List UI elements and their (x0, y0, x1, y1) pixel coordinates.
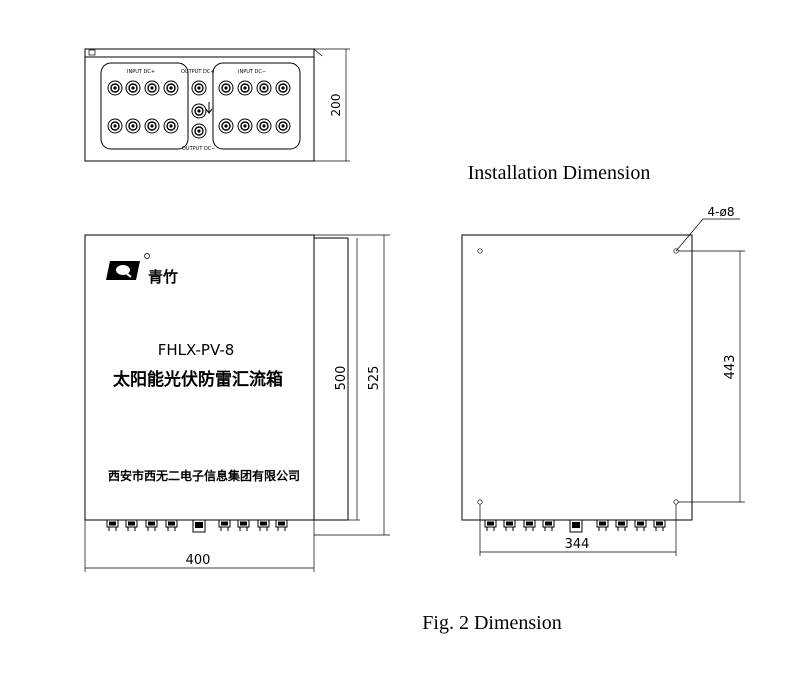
input-neg-label: INPUT DC− (238, 69, 266, 75)
height-dim-label: 500 (334, 366, 349, 391)
input-neg-connector (256, 80, 272, 96)
cable-gland (615, 519, 628, 531)
cable-gland (257, 519, 270, 531)
product-name: 太阳能光伏防雷汇流箱 (113, 369, 283, 390)
hole-leader (675, 218, 704, 252)
hole-spacing-h-label: 344 (565, 537, 590, 552)
brand-logo (106, 253, 150, 280)
output-pos-connector (191, 80, 207, 96)
output-neg-label: OUTPUT DC− (182, 146, 216, 152)
top-view-outline (84, 48, 315, 162)
cable-gland (542, 519, 555, 531)
input-pos-label: INPUT DC+ (127, 69, 155, 75)
cable-gland (165, 519, 178, 531)
input-pos-connector (144, 80, 160, 96)
company-name: 西安市西无二电子信息集团有限公司 (108, 468, 300, 483)
output-neg-connector (191, 123, 207, 139)
cable-gland (106, 519, 119, 531)
input-neg-connector (218, 118, 234, 134)
hole-spec-label: 4-ø8 (708, 205, 735, 219)
input-neg-panel (212, 62, 301, 150)
output-pos-label: OUTPUT DC+ (181, 69, 215, 75)
input-pos-connector (163, 118, 179, 134)
front-cable-glands (106, 519, 288, 533)
installation-title: Installation Dimension (468, 162, 651, 184)
input-pos-connector (107, 118, 123, 134)
cable-gland (275, 519, 288, 531)
output-pos-connector (191, 103, 207, 119)
cable-gland (125, 519, 138, 531)
mount-hole-br (673, 499, 679, 505)
input-pos-panel (100, 62, 189, 150)
input-pos-connector (107, 80, 123, 96)
input-neg-connector (256, 118, 272, 134)
cable-gland (145, 519, 158, 531)
output-cable-gland (192, 519, 206, 533)
input-neg-connector (237, 80, 253, 96)
cable-gland (503, 519, 516, 531)
cable-gland (484, 519, 497, 531)
input-pos-connector (125, 118, 141, 134)
model-label: FHLX-PV-8 (158, 341, 235, 359)
cable-gland (653, 519, 666, 531)
input-pos-connector (144, 118, 160, 134)
output-cable-gland (569, 519, 583, 533)
cable-gland (634, 519, 647, 531)
width-dim-label: 400 (186, 553, 211, 568)
back-cable-glands (484, 519, 666, 533)
input-neg-connector (275, 118, 291, 134)
input-neg-connector (218, 80, 234, 96)
input-neg-connector (237, 118, 253, 134)
brand-name: 青竹 (148, 268, 178, 286)
input-pos-connector (125, 80, 141, 96)
cable-gland (218, 519, 231, 531)
connector-group (107, 80, 291, 139)
back-view-outline (461, 234, 693, 521)
front-view: 青竹 FHLX-PV-8 太阳能光伏防雷汇流箱 西安市西无二电子信息集团有限公司… (84, 234, 390, 572)
hole-spacing-v-label: 443 (723, 355, 738, 380)
input-neg-connector (275, 80, 291, 96)
height-total-dim-label: 525 (367, 366, 382, 391)
depth-dim-label: 200 (329, 94, 343, 117)
cable-gland (237, 519, 250, 531)
figure-caption: Fig. 2 Dimension (422, 612, 561, 634)
back-view: 4-ø8 443 344 (461, 205, 745, 556)
cable-gland (523, 519, 536, 531)
input-pos-connector (163, 80, 179, 96)
mount-hole-bl (477, 499, 483, 505)
mount-hole-tl (477, 248, 483, 254)
top-view: INPUT DC+ OUTPUT DC+ INPUT DC− OUTPUT DC… (84, 48, 350, 162)
cable-gland (596, 519, 609, 531)
